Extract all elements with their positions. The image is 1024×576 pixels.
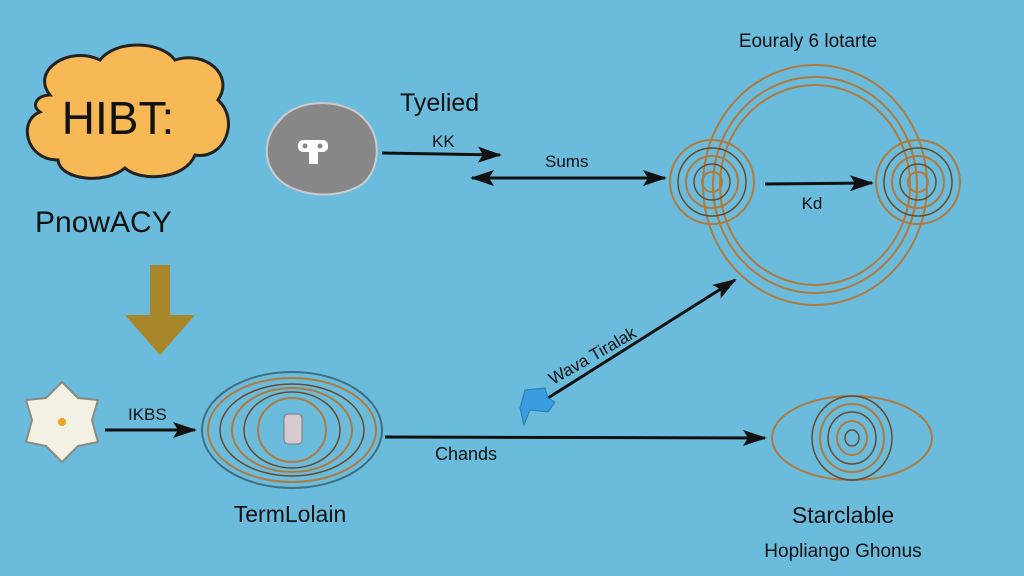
right-node-label: Starclable (792, 502, 894, 528)
title-bubble-text: HIBT: (62, 92, 174, 144)
subtitle-text: PnowACY (35, 206, 172, 239)
key-icon (298, 140, 328, 164)
diagonal-arrow (547, 278, 737, 400)
cycle-node-right (875, 139, 961, 225)
cycle-node-left (669, 139, 755, 225)
title-cloud: HIBT: (25, 43, 230, 180)
flower-icon (24, 380, 100, 464)
bottom-arrow-label: Chands (435, 444, 497, 464)
diagonal-label: Wava Tiralak (546, 323, 640, 389)
cycle-title: Eouraly 6 lotarte (739, 31, 877, 52)
right-node-sublabel: Hopliango Ghonus (764, 541, 921, 562)
left-node (201, 371, 383, 489)
cycle-arrow-label: Kd (802, 194, 823, 213)
document-icon (283, 413, 303, 445)
top-label: Tyelied (400, 89, 479, 117)
top-arrow-label: KK (432, 132, 455, 151)
key-blob (265, 102, 378, 196)
cycle-arrow (764, 175, 874, 192)
flower-arrow-label: IKBS (128, 405, 167, 424)
bottom-arrow (384, 429, 767, 446)
down-arrow-icon (125, 265, 195, 355)
sums-label: Sums (545, 152, 588, 171)
right-node (771, 395, 933, 481)
blue-map-icon (519, 387, 556, 427)
top-arrow (381, 146, 502, 163)
cloud-shape (25, 43, 230, 180)
left-node-label: TermLolain (234, 501, 347, 527)
